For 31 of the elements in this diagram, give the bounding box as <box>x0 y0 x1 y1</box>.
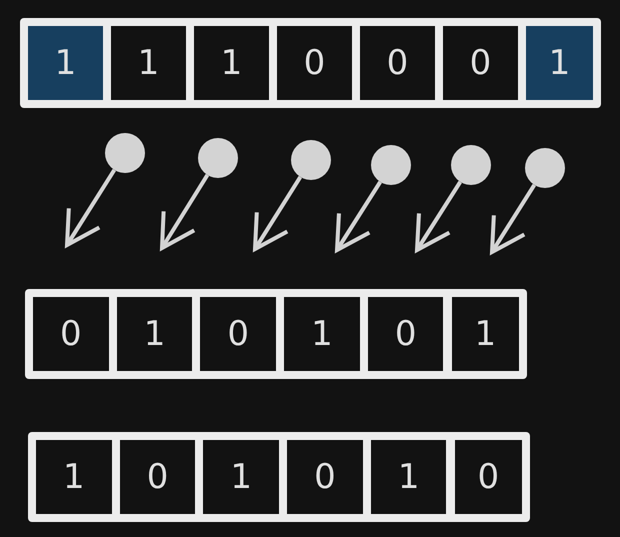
bit-cell: 0 <box>33 297 109 371</box>
bit-cell: 0 <box>200 297 276 371</box>
bit-cell: 0 <box>368 297 444 371</box>
circle-marker <box>105 133 145 173</box>
bit-cell: 1 <box>203 440 280 514</box>
bit-cell: 1 <box>111 26 186 100</box>
bit-cell: 1 <box>284 297 360 371</box>
bit-cell: 0 <box>287 440 363 514</box>
arrow <box>65 168 116 247</box>
bit-cell: 1 <box>36 440 112 514</box>
bit-cell: 1 <box>452 297 520 371</box>
bit-cell: 0 <box>360 26 435 100</box>
circle-marker <box>451 145 491 185</box>
bit-cell: 0 <box>277 26 352 100</box>
bit-cell: 1 <box>28 26 103 100</box>
bit-cell: 1 <box>370 440 446 514</box>
bit-cell: 0 <box>443 26 518 100</box>
bit-cell: 1 <box>116 297 192 371</box>
arrow <box>490 184 536 254</box>
arrow <box>335 180 382 252</box>
bit-cell: 0 <box>120 440 196 514</box>
circle-marker <box>291 140 331 180</box>
arrow <box>160 174 210 250</box>
circle-marker <box>525 148 565 188</box>
circle-marker <box>371 145 411 185</box>
bit-cell: 0 <box>454 440 522 514</box>
arrow <box>253 176 302 251</box>
bit-cell: 1 <box>526 26 593 100</box>
arrow <box>415 180 462 252</box>
circle-marker <box>198 138 238 178</box>
bit-cell: 1 <box>194 26 269 100</box>
